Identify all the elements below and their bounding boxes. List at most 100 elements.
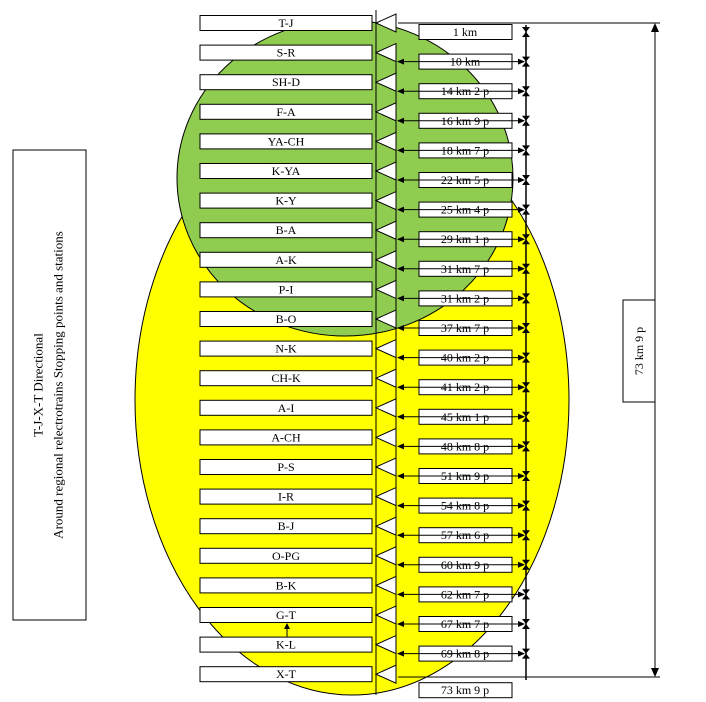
distance-13: 45 km 1 p [397,408,530,425]
station-arrow-icon [374,427,397,448]
tick-mark-icon [522,441,530,447]
distance-arrow-left-icon [397,117,404,124]
distance-arrow-left-icon [397,295,404,302]
total-arrow-down-icon [651,668,659,677]
station-i-r: I-R [199,486,397,507]
station-b-a: B-A [199,220,397,240]
station-label: K-Y [275,194,297,208]
distance-arrow-left-icon [397,58,404,65]
tick-mark-icon [522,209,530,215]
tick-mark-icon [522,32,530,37]
tick-mark-icon [522,56,530,62]
tick-mark-icon [522,86,530,92]
total-box [622,299,656,403]
distance-arrow-right-icon [518,265,525,272]
station-label: S-R [277,46,296,60]
station-k-l: K-L [199,634,397,655]
tick-mark-icon [522,446,530,452]
distance-arrow-left-icon [397,532,404,539]
distance-arrow-left-icon [397,384,404,391]
distance-arrow-left-icon [397,561,404,568]
distance-1: 10 km [397,53,530,70]
station-label: K-YA [272,164,301,178]
station-label: O-PG [272,549,300,563]
station-label: T-J [279,16,294,30]
station-a-i: A-I [199,398,397,418]
distance-arrow-left-icon [397,413,404,420]
distance-2: 14 km 2 p [397,83,530,100]
distance-arrow-right-icon [518,384,525,391]
station-s-r: S-R [199,42,397,63]
station-label: A-K [275,253,297,267]
station-arrow-icon [374,279,397,300]
station-box [199,251,373,268]
stations-layer: T-JS-RSH-DF-AYA-CHK-YAK-YB-AA-KP-IB-ON-K… [199,13,397,684]
distance-arrow-left-icon [397,325,404,331]
station-label: B-A [276,223,297,237]
tick-mark-icon [522,505,530,511]
distance-19: 62 km 7 p [397,586,530,603]
tick-mark-icon [522,471,530,476]
tick-mark-icon [522,382,530,388]
station-arrow-icon [374,457,397,477]
tick-mark-icon [522,535,530,541]
station-arrow-icon [374,605,397,625]
station-box [199,429,373,446]
tick-mark-icon [522,624,530,629]
distance-arrow-right-icon [518,413,525,420]
station-arrow-icon [374,72,397,92]
distance-arrow-right-icon [518,591,525,598]
station-box [199,311,373,327]
distance-arrow-right-icon [518,88,525,95]
distance-21: 69 km 8 p [397,645,530,662]
station-box [199,607,373,623]
station-label: YA-CH [268,134,305,148]
station-n-k: N-K [199,338,397,359]
distance-arrow-left-icon [397,591,404,598]
distance-label: 1 km [453,25,478,39]
tick-mark-icon [522,293,530,299]
tick-mark-icon [522,298,530,304]
tick-mark-icon [522,175,530,180]
station-box [199,222,373,239]
station-x-t: X-T [199,664,397,684]
total-arrow-up-icon [651,23,659,32]
station-arrow-icon [374,250,397,270]
station-arrow-icon [374,42,397,63]
station-arrow-icon [374,546,397,566]
distance-arrow-right-icon [518,621,525,627]
tick-mark-icon [522,204,530,210]
distance-arrow-left-icon [397,88,404,95]
tick-mark-icon [522,120,530,126]
station-label: A-I [278,401,295,415]
station-label: G-T [276,608,297,622]
total-span-layer: 73 km 9 p [398,22,660,678]
station-arrow-icon [374,102,397,122]
station-box [199,666,373,683]
station-box [199,459,373,475]
distance-arrow-right-icon [518,58,525,65]
distance-arrow-left-icon [397,236,404,243]
tick-mark-icon [522,357,530,363]
station-label: P-I [279,282,294,296]
station-arrow-icon [374,161,397,181]
distance-22: 73 km 9 p [418,682,513,699]
station-k-y: K-Y [199,190,397,211]
distance-arrow-right-icon [518,532,525,539]
station-o-pg: O-PG [199,546,397,566]
transfer-arrow-icon [284,623,290,629]
side-title-line2: Around regional relectrotrains Stopping … [51,231,66,539]
distance-arrow-left-icon [397,177,404,183]
tick-mark-icon [522,91,530,97]
distance-17: 57 km 6 p [397,527,530,544]
side-title-line1: T-J-X-T Directional [31,333,46,437]
tick-mark-icon [522,387,530,393]
station-arrow-icon [374,398,397,418]
station-label: SH-D [272,75,300,89]
distance-arrow-left-icon [397,502,404,509]
distance-16: 54 km 8 p [397,497,530,514]
distance-box [418,682,513,699]
station-label: B-O [276,312,297,326]
